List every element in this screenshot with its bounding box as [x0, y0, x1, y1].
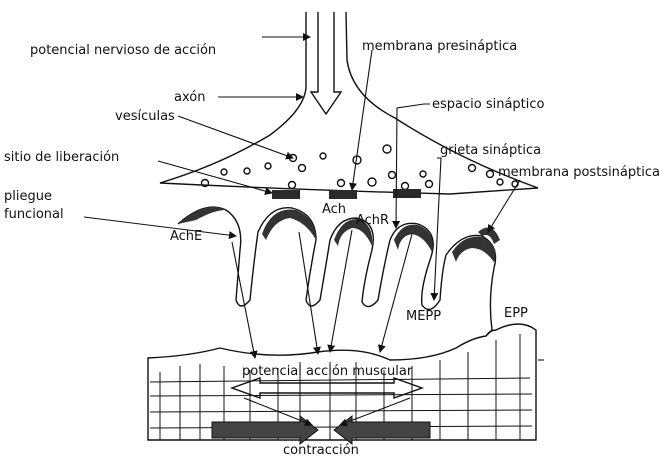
- label-epp: EPP: [504, 306, 528, 321]
- label-vesicles: vesículas: [115, 109, 175, 124]
- nerve-impulse-arrow: [311, 12, 341, 114]
- vesicle: [487, 171, 494, 178]
- vesicle: [289, 182, 296, 189]
- release-site: [393, 189, 421, 198]
- label-synaptic-space: espacio sináptico: [432, 97, 545, 112]
- label-ach: Ach: [322, 202, 346, 217]
- vesicle: [338, 180, 345, 187]
- vesicle: [420, 171, 426, 177]
- vesicle: [389, 172, 396, 179]
- label-functional-fold-line2: funcional: [4, 207, 64, 222]
- label-functional-fold-line1: pliegue: [4, 189, 52, 204]
- label-axon: axón: [174, 90, 205, 105]
- vesicle: [299, 165, 306, 172]
- label-action-potential: potencial nervioso de acción: [30, 43, 216, 58]
- vesicle: [426, 181, 433, 188]
- vesicle: [244, 168, 250, 174]
- label-contraction: contracción: [283, 443, 359, 458]
- release-site: [272, 190, 300, 199]
- label-mepp: MEPP: [406, 309, 441, 324]
- vesicle: [469, 165, 476, 172]
- vesicle: [265, 163, 271, 169]
- label-ache: AchE: [170, 229, 202, 244]
- label-synaptic-cleft: grieta sináptica: [440, 143, 541, 158]
- label-release-site: sitio de liberación: [4, 150, 119, 165]
- vesicle: [221, 169, 227, 175]
- vesicle: [402, 183, 409, 190]
- vesicle: [368, 178, 376, 186]
- label-presynaptic-membrane: membrana presináptica: [362, 39, 517, 54]
- release-site: [329, 190, 357, 199]
- muscle-fiber: [148, 324, 536, 440]
- label-muscle-action-potential: potencial acción muscular: [242, 364, 413, 379]
- label-achr: AchR: [356, 213, 389, 228]
- label-postsynaptic-membrane: membrana postsináptica: [498, 165, 660, 180]
- postsynaptic-folds: [178, 207, 500, 336]
- release-sites: [272, 189, 421, 199]
- vesicle: [320, 153, 326, 159]
- vesicle: [383, 145, 391, 153]
